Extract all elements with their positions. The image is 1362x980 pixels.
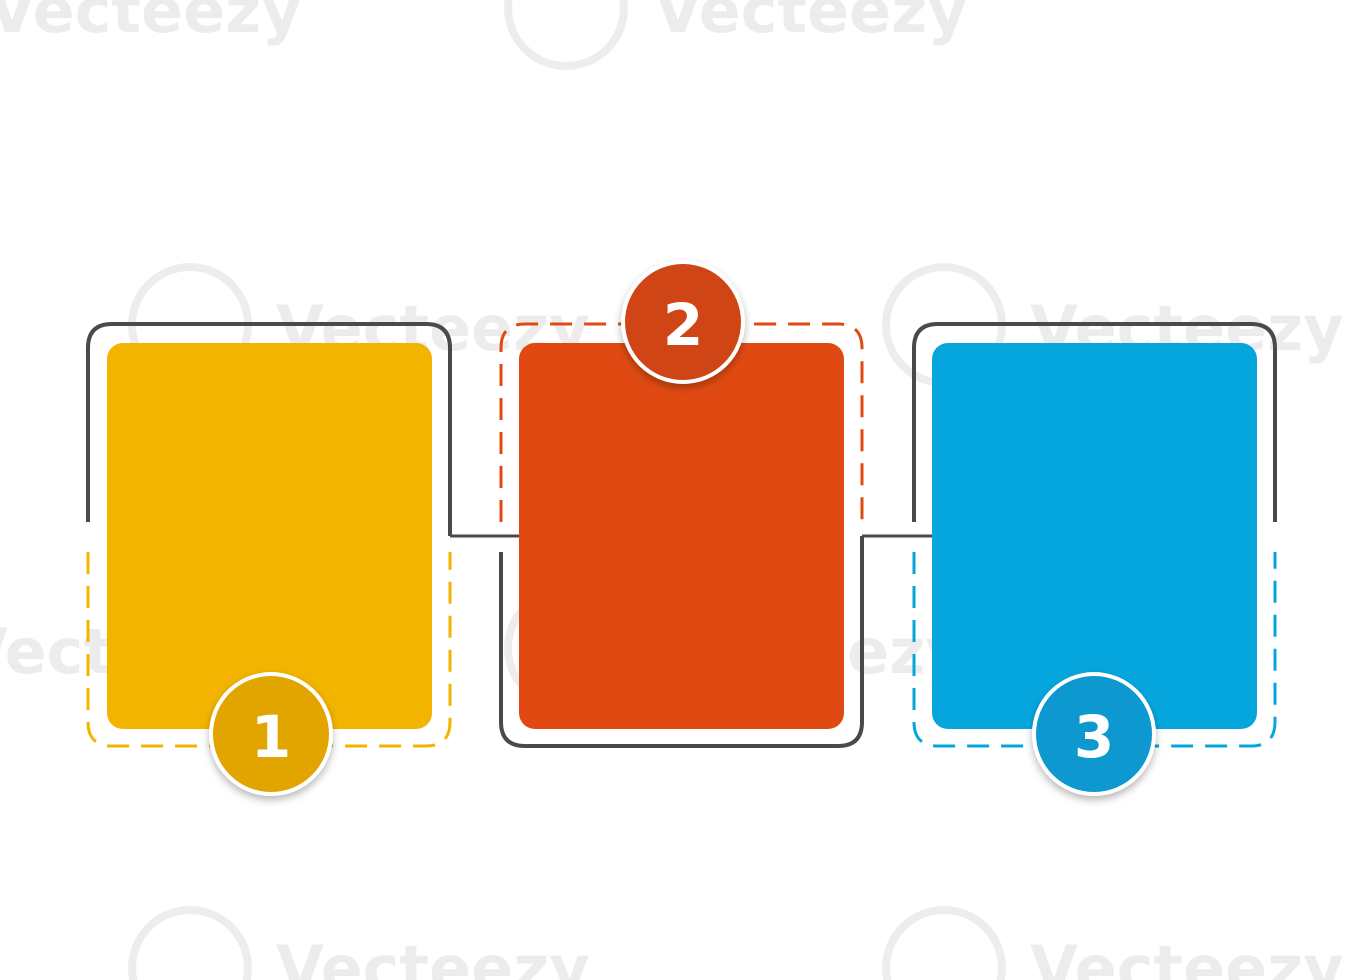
step-1 <box>86 322 452 748</box>
step-2-frame-solid <box>499 536 864 748</box>
step-1-frame-dashed <box>86 552 452 748</box>
step-1-number: 1 <box>251 703 291 771</box>
step-2-box <box>519 343 844 729</box>
step-3-badge <box>1032 672 1156 796</box>
watermark-logo-top-center: Vecteezy <box>504 0 968 70</box>
step-2-frame-dashed <box>499 322 864 522</box>
watermark-text: Vecteezy <box>276 932 590 980</box>
watermark-logo-bottom: Vecteezy Vecteezy <box>128 906 1344 980</box>
step-2-number: 2 <box>663 291 703 359</box>
step-2-badge <box>621 260 745 384</box>
step-3 <box>912 322 1277 748</box>
watermark-text: Vecteezy <box>654 0 968 47</box>
step-2 <box>499 322 864 748</box>
step-3-number: 3 <box>1074 703 1114 771</box>
watermark-text: Vecteezy <box>0 0 302 47</box>
step-3-frame-solid <box>912 322 1277 522</box>
step-1-frame-solid <box>86 322 452 536</box>
watermark-logo-top-left: Vecteezy <box>0 0 302 47</box>
step-3-frame-dashed <box>912 552 1277 748</box>
step-1-box <box>107 343 432 729</box>
step-1-badge <box>209 672 333 796</box>
step-3-box <box>932 343 1257 729</box>
watermark-text: Vecteezy <box>1030 932 1344 980</box>
